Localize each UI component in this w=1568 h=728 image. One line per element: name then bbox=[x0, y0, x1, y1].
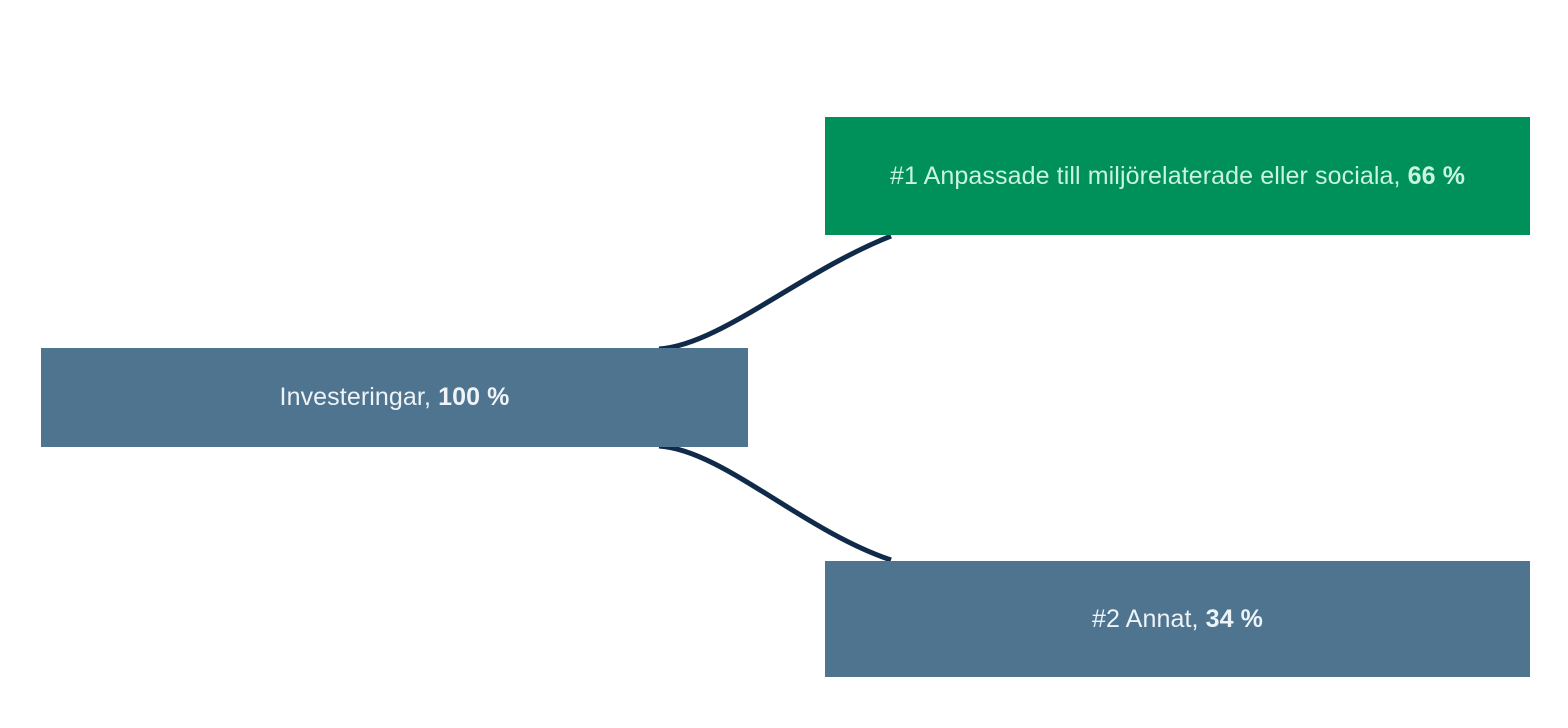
node-annat[interactable]: #2 Annat, 34 % bbox=[825, 561, 1530, 677]
node-target-1-label: #1 Anpassade till miljörelaterade eller … bbox=[890, 162, 1465, 191]
node-investeringar-label-text: Investeringar, bbox=[279, 383, 439, 411]
node-anpassade-till-miljorelaterade-eller-sociala[interactable]: #1 Anpassade till miljörelaterade eller … bbox=[825, 117, 1530, 235]
link-source-to-target-2 bbox=[658, 443, 892, 563]
node-target-2-percent: 34 % bbox=[1205, 604, 1263, 633]
node-target-2-label: #2 Annat, 34 % bbox=[1092, 605, 1263, 634]
link-source-to-target-1 bbox=[658, 233, 892, 352]
node-target-1-label-text: #1 Anpassade till miljörelaterade eller … bbox=[889, 161, 1408, 190]
node-investeringar-label: Investeringar, 100 % bbox=[280, 383, 510, 412]
node-target-1-percent: 66 % bbox=[1407, 161, 1466, 190]
node-investeringar[interactable]: Investeringar, 100 % bbox=[41, 348, 748, 447]
node-target-2-label-text: #2 Annat, bbox=[1092, 604, 1206, 633]
node-investeringar-percent: 100 % bbox=[438, 383, 510, 411]
